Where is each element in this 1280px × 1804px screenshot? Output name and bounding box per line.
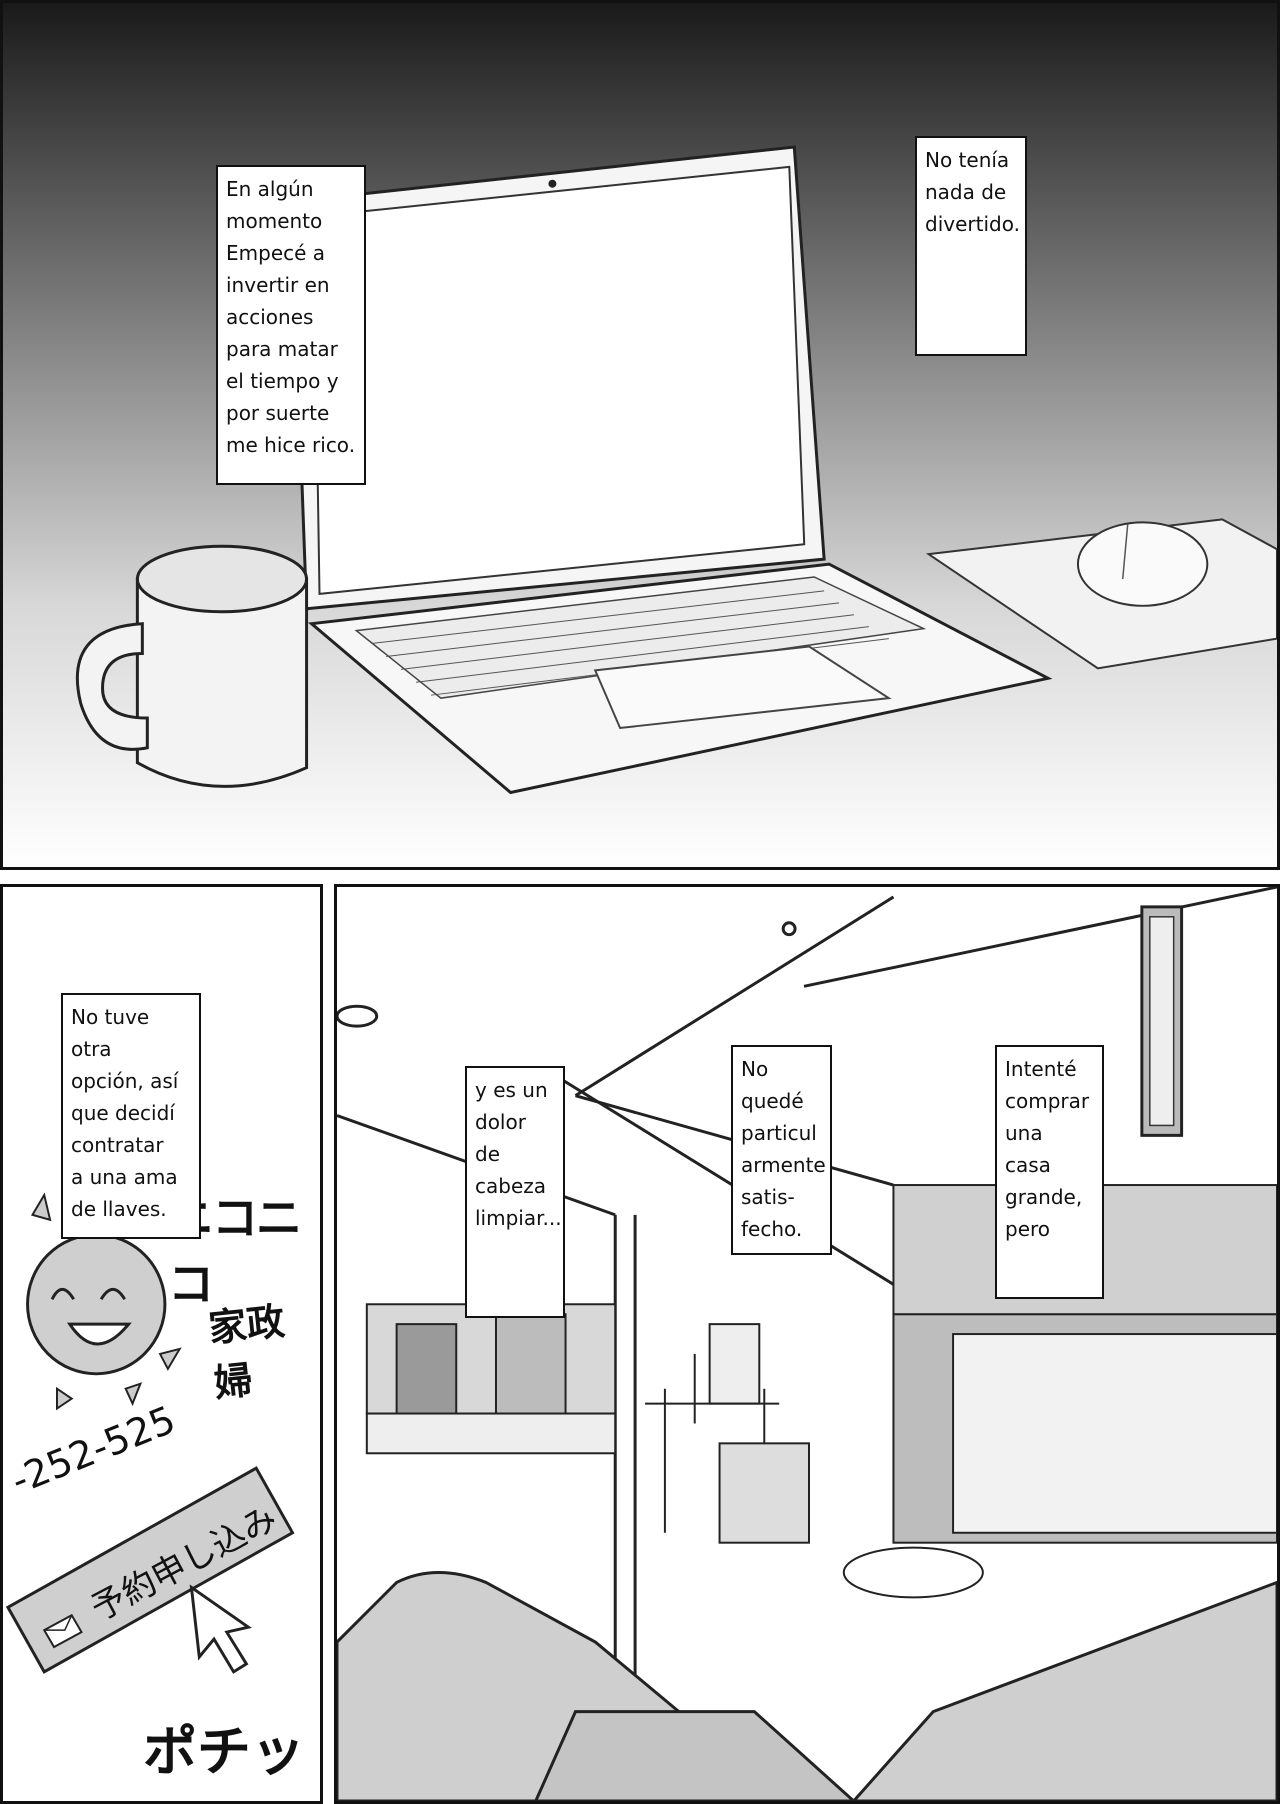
tall-window [1140,905,1184,1137]
mouse [1076,521,1209,607]
booking-button-shape [5,1466,295,1674]
caption-tried-big-house: Intenté comprar una casa grande, pero [995,1045,1104,1299]
flyer-service-text: 家政婦 [206,1299,287,1406]
caption-nothing-fun: No tenía nada de divertido. [915,136,1027,356]
panel-house-interior: y es un dolor de cabeza limpiar... No qu… [334,884,1280,1804]
panel-housekeeper-flyer: ニコニコ 家政婦 -252-525 予約申し込み ポチッ No tuve otr… [0,884,323,1804]
caption-stocks-rich: En algún momento Empecé a invertir en ac… [216,165,366,485]
mouse-cursor-icon [189,1584,252,1674]
panel-laptop-desk: En algún momento Empecé a invertir en ac… [0,0,1280,870]
caption-hire-housekeeper: No tuve otra opción, así que decidí cont… [61,993,201,1239]
laptop [290,145,1053,795]
laptop-desk-illustration [3,3,1277,867]
caption-hard-to-clean: y es un dolor de cabeza limpiar... [465,1066,565,1318]
dining-area [645,1323,810,1544]
flyer-click-sfx: ポチッ [143,1720,305,1783]
envelope-icon [42,1613,83,1649]
house-interior-illustration [337,887,1277,1801]
kitchen-area [365,1303,617,1455]
coffee-mug [75,544,309,788]
coffee-table [842,1546,984,1599]
caption-not-satisfied: No quedé particul armente satis- fecho. [731,1045,832,1255]
sofa [337,1571,1277,1801]
